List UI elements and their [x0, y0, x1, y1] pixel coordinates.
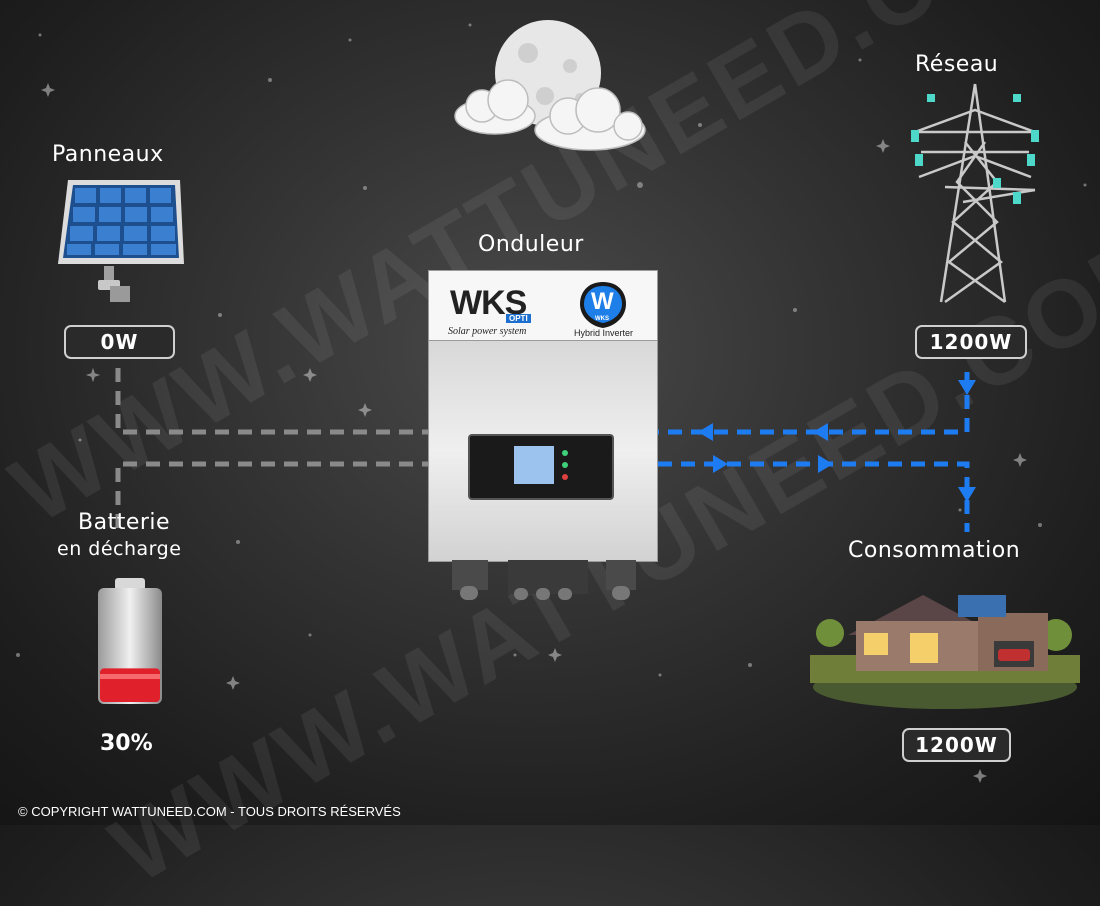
inverter-brand-tag: OPTI: [506, 314, 531, 323]
grid-left-arrow-1: [813, 423, 828, 441]
inverter-product-name: Hybrid Inverter: [574, 328, 634, 338]
battery-charge-fill: [100, 668, 160, 702]
grid-left-arrow-2: [698, 423, 713, 441]
panels-power-readout: 0W: [64, 325, 175, 359]
inverter-screen: [514, 446, 554, 484]
energy-flow-lines: [115, 368, 976, 532]
pylon-icon: [911, 83, 1039, 304]
house-icon: [810, 595, 1080, 709]
inverter-led-1: [562, 450, 568, 456]
battery-state-label: en décharge: [57, 538, 182, 560]
inverter-display: [468, 434, 614, 500]
inverter-connectors: [452, 560, 642, 606]
grid-power-readout: 1200W: [915, 325, 1027, 359]
wks-logo-icon: [580, 282, 626, 328]
battery-label: Batterie: [78, 510, 171, 535]
star-field: [16, 23, 1087, 783]
battery-percent: 30%: [100, 731, 153, 756]
panels-label: Panneaux: [52, 142, 164, 167]
inverter-led-3: [562, 474, 568, 480]
grid-flow: [658, 372, 970, 435]
inverter-icon: WKS OPTI Solar power system W WKS Hybrid…: [428, 270, 658, 608]
consumption-label: Consommation: [848, 538, 1021, 563]
panels-flow: [115, 368, 428, 435]
load-right-arrow-1: [713, 455, 728, 473]
consumption-flow: [658, 461, 970, 532]
moon-cloud-icon: [454, 20, 646, 151]
consumption-power-readout: 1200W: [902, 728, 1011, 762]
wks-logo-letter: W: [591, 288, 614, 315]
solar-panel-icon: [58, 180, 184, 302]
inverter-slogan: Solar power system: [448, 326, 527, 337]
wks-logo-sub: WKS: [595, 316, 609, 322]
inverter-label: Onduleur: [478, 232, 584, 257]
load-down-arrow: [958, 487, 976, 502]
grid-label: Réseau: [915, 52, 999, 77]
grid-down-arrow: [958, 380, 976, 395]
inverter-led-2: [562, 462, 568, 468]
load-right-arrow-2: [818, 455, 833, 473]
copyright-notice: © COPYRIGHT WATTUNEED.COM - TOUS DROITS …: [18, 804, 401, 819]
battery-icon: [98, 578, 162, 704]
